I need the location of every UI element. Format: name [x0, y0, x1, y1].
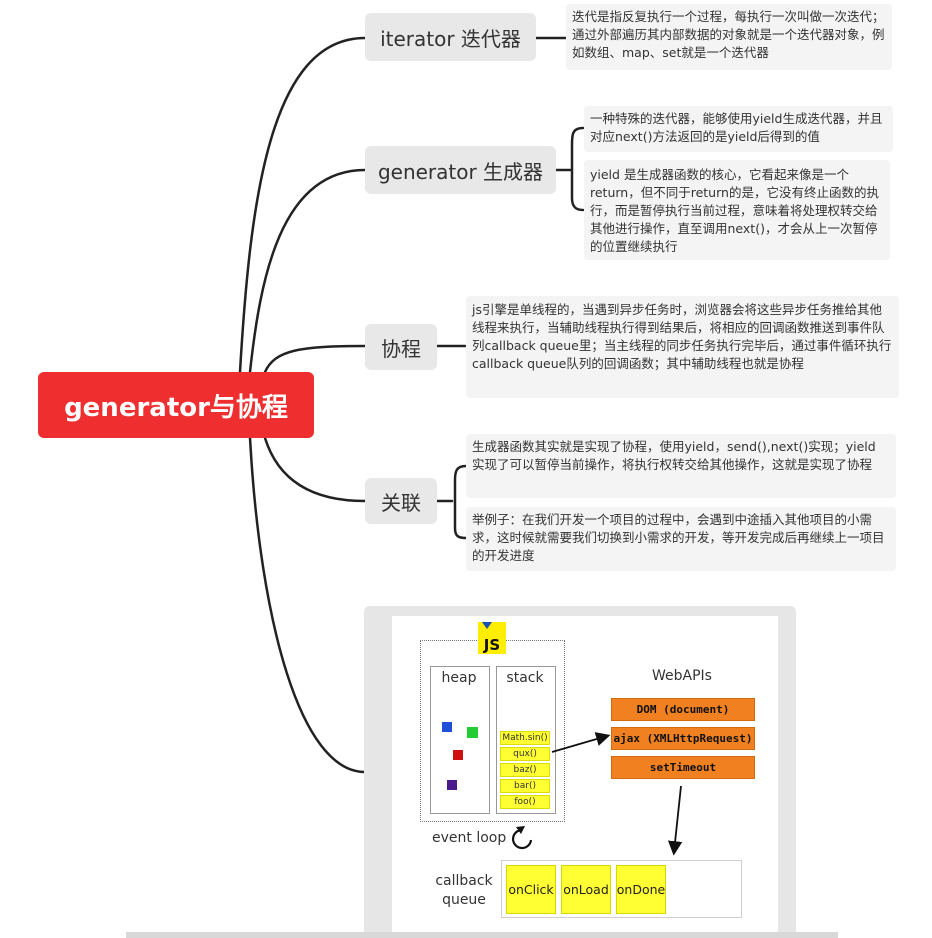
topic-relation-label: 关联	[381, 490, 421, 515]
topic-generator[interactable]: generator 生成器	[365, 146, 556, 194]
stack-frame-label: qux()	[513, 749, 537, 759]
connector-root-generator	[248, 168, 367, 374]
connector-generator-notes	[554, 126, 585, 212]
topic-coroutine[interactable]: 协程	[365, 324, 437, 370]
js-logo-text: JS	[483, 636, 501, 654]
connector-root-image	[248, 436, 367, 774]
note-generator-1: 一种特殊的迭代器，能够使用yield生成迭代器，并且对应next()方法返回的是…	[584, 106, 893, 152]
webapi-settimeout-label: setTimeout	[649, 761, 717, 774]
heap-object	[453, 750, 463, 760]
callback-tile-label: onDone	[616, 882, 666, 897]
note-generator-1-text: 一种特殊的迭代器，能够使用yield生成迭代器，并且对应next()方法返回的是…	[590, 111, 883, 144]
callback-queue-label: callback queue	[435, 873, 493, 908]
connector-root-iterator	[238, 36, 367, 374]
event-loop-arrows	[511, 732, 683, 856]
topic-iterator[interactable]: iterator 迭代器	[365, 13, 536, 61]
webapi-ajax-label: ajax (XMLHttpRequest)	[613, 732, 753, 745]
callback-tile: onLoad	[561, 865, 611, 914]
topic-coroutine-label: 协程	[381, 336, 421, 361]
note-generator-2: yield 是生成器函数的核心，它看起来像是一个return，但不同于retur…	[584, 160, 890, 260]
webapis-label: WebAPIs	[652, 668, 712, 684]
root-label: generator与协程	[64, 392, 288, 423]
js-logo-badge-icon	[482, 622, 492, 629]
webapi-ajax: ajax (XMLHttpRequest)	[611, 727, 755, 750]
topic-generator-label: generator 生成器	[377, 159, 544, 184]
root-node[interactable]: generator与协程	[38, 372, 314, 438]
connector-root-relation	[263, 436, 367, 503]
event-loop-label: event loop	[432, 830, 507, 846]
note-relation-1-text: 生成器函数其实就是实现了协程，使用yield，send(),next()实现；y…	[472, 439, 876, 472]
stack-frame-label: bar()	[514, 781, 536, 791]
webapi-settimeout: setTimeout	[611, 756, 755, 779]
webapi-to-queue-arrow	[667, 785, 683, 856]
stack-frame-label: foo()	[514, 797, 536, 807]
note-relation-2: 举例子：在我们开发一个项目的过程中，会遇到中途插入其他项目的小需求，这时候就需要…	[466, 507, 896, 571]
topic-iterator-label: iterator 迭代器	[380, 26, 521, 51]
webapi-dom: DOM (document)	[611, 698, 755, 721]
heap-object	[447, 780, 457, 790]
stack-frame: foo()	[500, 795, 550, 809]
heap-box	[430, 666, 490, 814]
stack-to-webapi-arrow	[551, 732, 611, 753]
note-iterator: 迭代是指反复执行一个过程，每执行一次叫做一次迭代；通过外部遍历其内部数据的对象就…	[566, 4, 892, 70]
connector-relation-notes	[435, 464, 468, 540]
callback-tile: onDone	[616, 865, 666, 914]
note-coroutine-text: js引擎是单线程的，当遇到异步任务时，浏览器会将这些异步任务推给其他线程来执行，…	[472, 302, 892, 371]
stack-frame: bar()	[500, 779, 550, 793]
stack-box	[496, 666, 556, 814]
note-relation-2-text: 举例子：在我们开发一个项目的过程中，会遇到中途插入其他项目的小需求，这时候就需要…	[472, 512, 885, 563]
stack-frame: Math.sin()	[500, 731, 550, 745]
note-coroutine: js引擎是单线程的，当遇到异步任务时，浏览器会将这些异步任务推给其他线程来执行，…	[466, 296, 899, 398]
connector-root-coroutine	[263, 344, 367, 374]
note-iterator-text: 迭代是指反复执行一个过程，每执行一次叫做一次迭代；通过外部遍历其内部数据的对象就…	[572, 9, 885, 60]
stack-frame: qux()	[500, 747, 550, 761]
stack-frame: baz()	[500, 763, 550, 777]
heap-object	[467, 727, 478, 738]
horizontal-scrollbar[interactable]	[126, 932, 838, 938]
callback-tile-label: onLoad	[563, 882, 609, 897]
stack-label: stack	[506, 670, 544, 686]
note-relation-1: 生成器函数其实就是实现了协程，使用yield，send(),next()实现；y…	[466, 434, 896, 498]
topic-relation[interactable]: 关联	[365, 478, 437, 524]
callback-queue-box	[501, 860, 742, 918]
event-loop-image: JS heap stack Math.sin() qux() baz() bar…	[392, 616, 778, 938]
heap-object	[442, 722, 452, 732]
webapi-dom-label: DOM (document)	[636, 703, 730, 716]
event-loop-cycle-icon	[511, 826, 533, 850]
note-generator-2-text: yield 是生成器函数的核心，它看起来像是一个return，但不同于retur…	[590, 167, 879, 254]
heap-label: heap	[441, 670, 477, 686]
callback-tile: onClick	[506, 865, 556, 914]
callback-tile-label: onClick	[508, 882, 554, 897]
stack-frame-label: baz()	[513, 765, 537, 775]
stack-frame-label: Math.sin()	[502, 733, 548, 743]
